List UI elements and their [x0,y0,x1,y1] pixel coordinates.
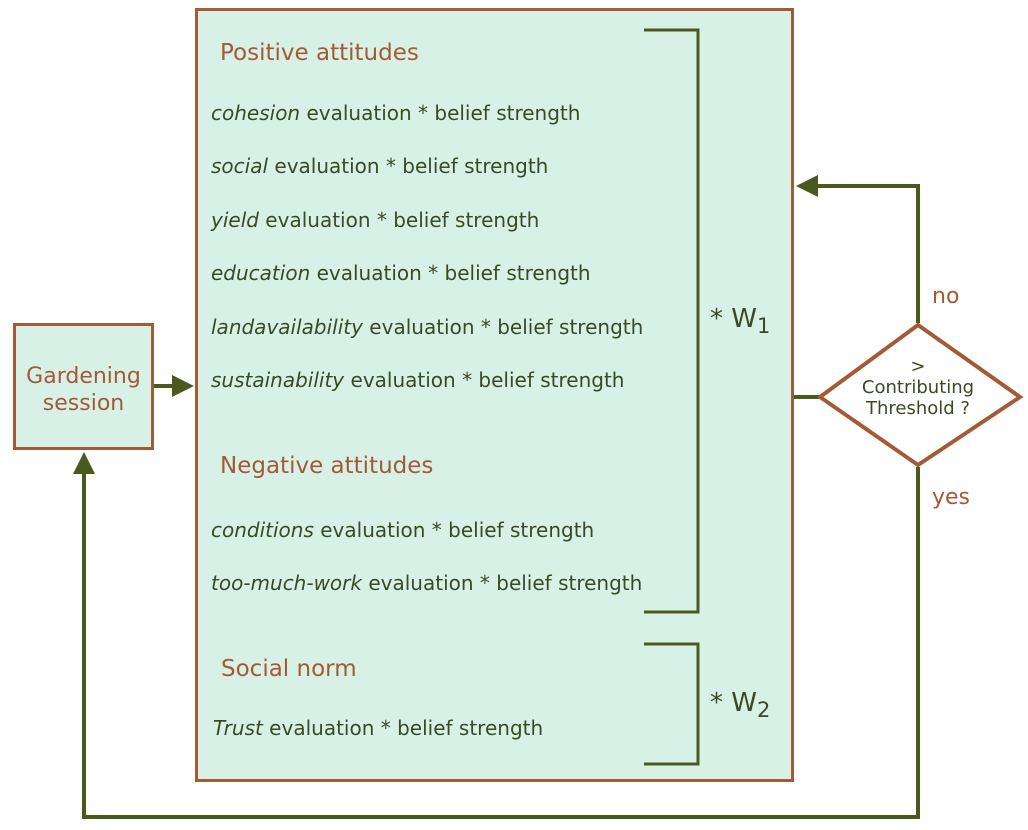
gardening-session-label-2: session [42,391,125,416]
bracket-w1 [644,28,700,614]
arrowhead-box [172,375,194,397]
positive-row-landavailability: landavailability evaluation * belief str… [211,315,644,339]
positive-row-cohesion: cohesion evaluation * belief strength [211,101,581,125]
negative-row-conditions: conditions evaluation * belief strength [211,518,595,542]
positive-row-sustainability: sustainability evaluation * belief stren… [211,368,625,392]
social-norm-heading: Social norm [221,656,357,682]
positive-row-education: education evaluation * belief strength [211,261,591,285]
weight-w2: * W2 [710,688,771,722]
arrowhead-yes [73,452,95,474]
arrow-yes-loop [82,467,920,819]
gardening-session-box: Gardening session [13,323,154,450]
decision-label: > Contributing Threshold ? [861,356,975,419]
positive-row-social: social evaluation * belief strength [211,154,549,178]
weight-w1: * W1 [710,304,771,338]
attitudes-box [195,8,794,782]
yes-label: yes [932,485,971,510]
decision-diamond [816,322,1024,468]
negative-attitudes-heading: Negative attitudes [220,453,434,479]
arrowhead-no [796,175,818,197]
negative-row-too-much-work: too-much-work evaluation * belief streng… [211,571,643,595]
positive-row-yield: yield evaluation * belief strength [211,208,540,232]
gardening-session-label-1: Gardening [26,364,141,389]
social-norm-row-trust: Trust evaluation * belief strength [213,716,544,740]
bracket-w2 [644,642,700,766]
arrow-no-loop [818,184,920,323]
positive-attitudes-heading: Positive attitudes [220,40,419,66]
no-label: no [932,284,960,309]
